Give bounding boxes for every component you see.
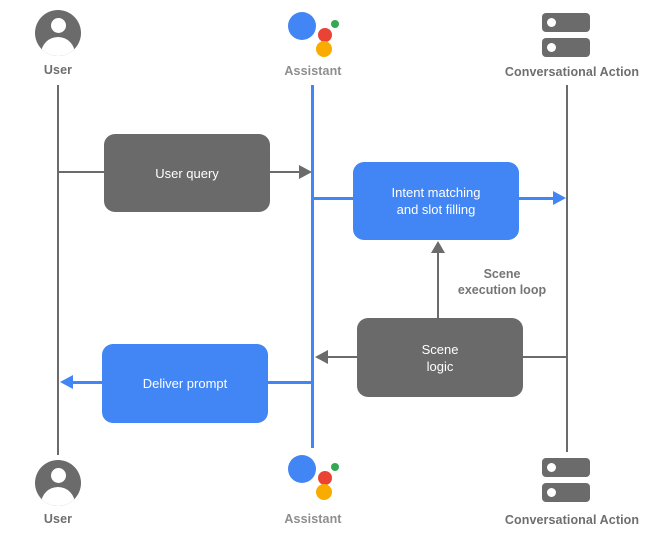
server-led [547,43,556,52]
arrowhead-left-icon [60,375,73,389]
assistant-label-top: Assistant [284,64,342,78]
edge-assistant-to-intent-matching [314,197,353,200]
scene-execution-loop-line1: Scene [483,267,521,281]
person-head-shape [50,468,66,483]
scene-logic-node: Scene logic [357,318,523,397]
assistant-blue-dot [288,12,316,40]
google-assistant-icon [288,12,340,58]
conversational-action-label-top: Conversational Action [504,65,640,79]
assistant-lifeline [311,85,314,448]
google-assistant-icon [288,455,340,501]
server-led [547,463,556,472]
edge-intent-matching-to-action [519,197,554,200]
server-led [547,18,556,27]
conversational-action-icon [542,13,590,57]
server-unit [542,483,590,502]
assistant-red-dot [318,28,332,42]
deliver-prompt-label: Deliver prompt [142,376,228,391]
edge-scene-logic-to-assistant [328,356,357,358]
assistant-blue-dot [288,455,316,483]
edge-deliver-prompt-to-user [73,381,102,384]
person-head-shape [50,18,66,33]
intent-matching-label-line1: Intent matching [391,185,481,200]
user-icon [35,460,81,506]
edge-action-to-scene-logic [523,356,566,358]
arrowhead-left-icon [315,350,328,364]
user-query-node: User query [104,134,270,212]
scene-execution-loop-line2: execution loop [457,283,547,297]
person-torso-shape [41,37,75,56]
conversational-action-label-bottom: Conversational Action [504,513,640,527]
server-unit [542,13,590,32]
assistant-yellow-dot [316,484,332,500]
edge-user-to-user-query [59,171,104,173]
edge-assistant-to-deliver-prompt [268,381,314,384]
assistant-label-bottom: Assistant [284,512,342,526]
intent-matching-node: Intent matching and slot filling [353,162,519,240]
conversational-action-icon [542,458,590,502]
conversational-action-lifeline [566,85,568,452]
assistant-yellow-dot [316,41,332,57]
assistant-green-dot [331,20,339,28]
scene-logic-label-line2: logic [426,358,454,374]
person-torso-shape [41,487,75,506]
edge-user-query-to-assistant [270,171,300,173]
arrowhead-up-icon [431,241,445,253]
edge-scene-logic-to-intent-matching [437,252,439,318]
scene-execution-loop-label: Scene execution loop [432,266,572,298]
server-unit [542,458,590,477]
arrowhead-right-icon [553,191,566,205]
user-label-top: User [43,63,73,77]
intent-matching-label-line2: and slot filling [396,202,476,217]
user-lifeline [57,85,59,455]
server-unit [542,38,590,57]
deliver-prompt-node: Deliver prompt [102,344,268,423]
server-led [547,488,556,497]
assistant-red-dot [318,471,332,485]
user-label-bottom: User [43,512,73,526]
assistant-green-dot [331,463,339,471]
user-query-label: User query [155,165,219,181]
user-icon [35,10,81,56]
arrowhead-right-icon [299,165,312,179]
scene-logic-label-line1: Scene [421,341,459,357]
